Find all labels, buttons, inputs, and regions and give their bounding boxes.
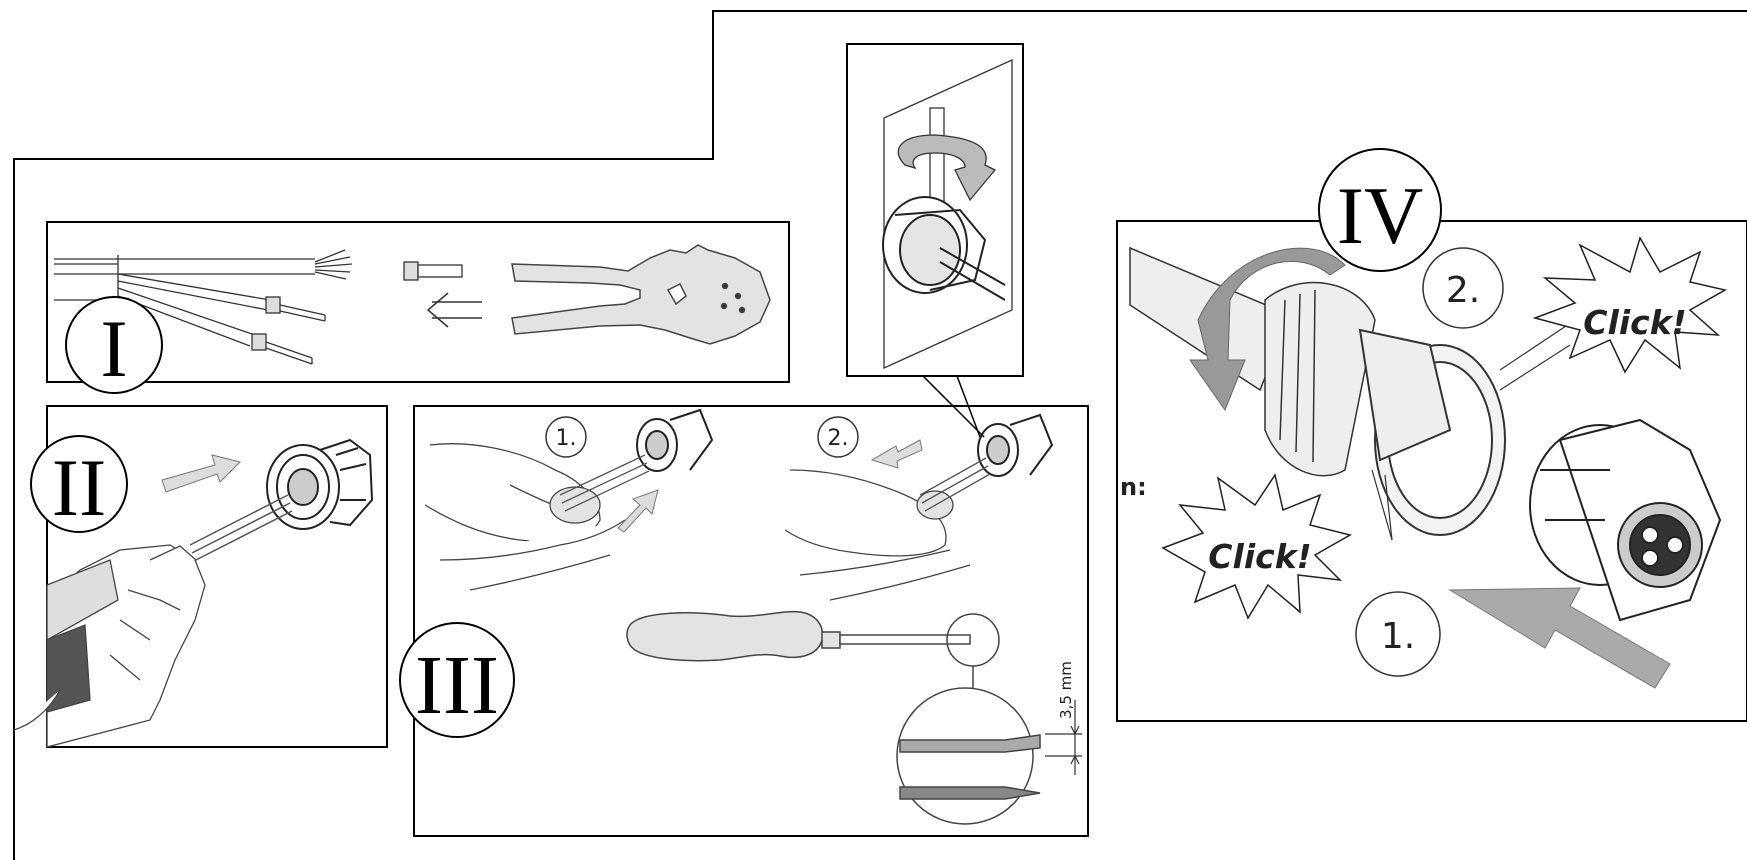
click-pointer-lines	[1371, 319, 1576, 541]
arrow-right-icon	[161, 454, 241, 493]
click-lower-label: Click!	[1208, 537, 1311, 576]
hands-pushing-cable-illustration-1	[424, 443, 626, 591]
step-4-substep-2-label: 2.	[1446, 270, 1480, 311]
dimension-marker	[1045, 700, 1082, 775]
step-3-badge	[399, 622, 515, 738]
substep-1-label: 1.	[556, 426, 577, 451]
panel-step-3: 1. 2.	[399, 405, 1089, 837]
screwdriver-icon	[626, 610, 1000, 692]
substep-2-badge	[817, 416, 859, 458]
screwdriver-tip-magnifier	[896, 687, 1041, 825]
connector-icon-2	[977, 413, 1054, 477]
dimension-label: 3,5 mm	[1057, 661, 1075, 719]
panel-step-1: I	[46, 221, 790, 394]
arrow-down-left-icon	[870, 439, 923, 469]
step-2-label: II	[52, 442, 107, 533]
rotation-arrow-icon	[1189, 247, 1346, 412]
locking-ring-icon	[1358, 328, 1506, 536]
panel-step-4: Click! Click! 2. 1. n: IV	[1116, 148, 1747, 722]
detail-callout	[846, 43, 1024, 438]
cable-wires-illustration	[189, 494, 293, 562]
substep-2-label: 2.	[828, 426, 849, 451]
ferrule-icon	[403, 261, 463, 281]
outer-outline	[13, 10, 1747, 860]
connector-icon-1	[636, 408, 714, 472]
step-1-badge	[65, 296, 163, 394]
step-4-substep-1-label: 1.	[1381, 616, 1415, 657]
hand-holding-cable-illustration	[13, 544, 206, 748]
step-4-label: IV	[1337, 170, 1424, 261]
step-4-badge	[1318, 148, 1442, 272]
step-1-label: I	[100, 303, 127, 394]
crimping-pliers-icon	[511, 244, 771, 345]
panel-step-2: II	[13, 405, 388, 748]
click-upper-label: Click!	[1583, 303, 1686, 342]
arrow-push-icon	[1448, 587, 1671, 689]
step-4-substep-1-badge	[1355, 591, 1441, 677]
cropped-text-fragment: n:	[1120, 473, 1147, 501]
connector-plug-icon	[1529, 418, 1722, 622]
cable-wires-iii-2	[919, 457, 991, 512]
substep-1-badge	[545, 416, 587, 458]
click-burst-lower: Click!	[1161, 473, 1352, 620]
cable-stripped-illustration	[54, 249, 353, 365]
step-2-badge	[30, 435, 128, 533]
click-burst-upper: Click!	[1532, 236, 1728, 374]
step-4-substep-2-badge	[1422, 247, 1504, 329]
arrow-left-icon	[426, 292, 482, 328]
connector-in-wall-icon	[882, 196, 1006, 301]
cable-wires-iii-1	[559, 454, 650, 512]
step-3-label: III	[415, 639, 499, 732]
arrow-up-right-icon	[617, 489, 659, 533]
